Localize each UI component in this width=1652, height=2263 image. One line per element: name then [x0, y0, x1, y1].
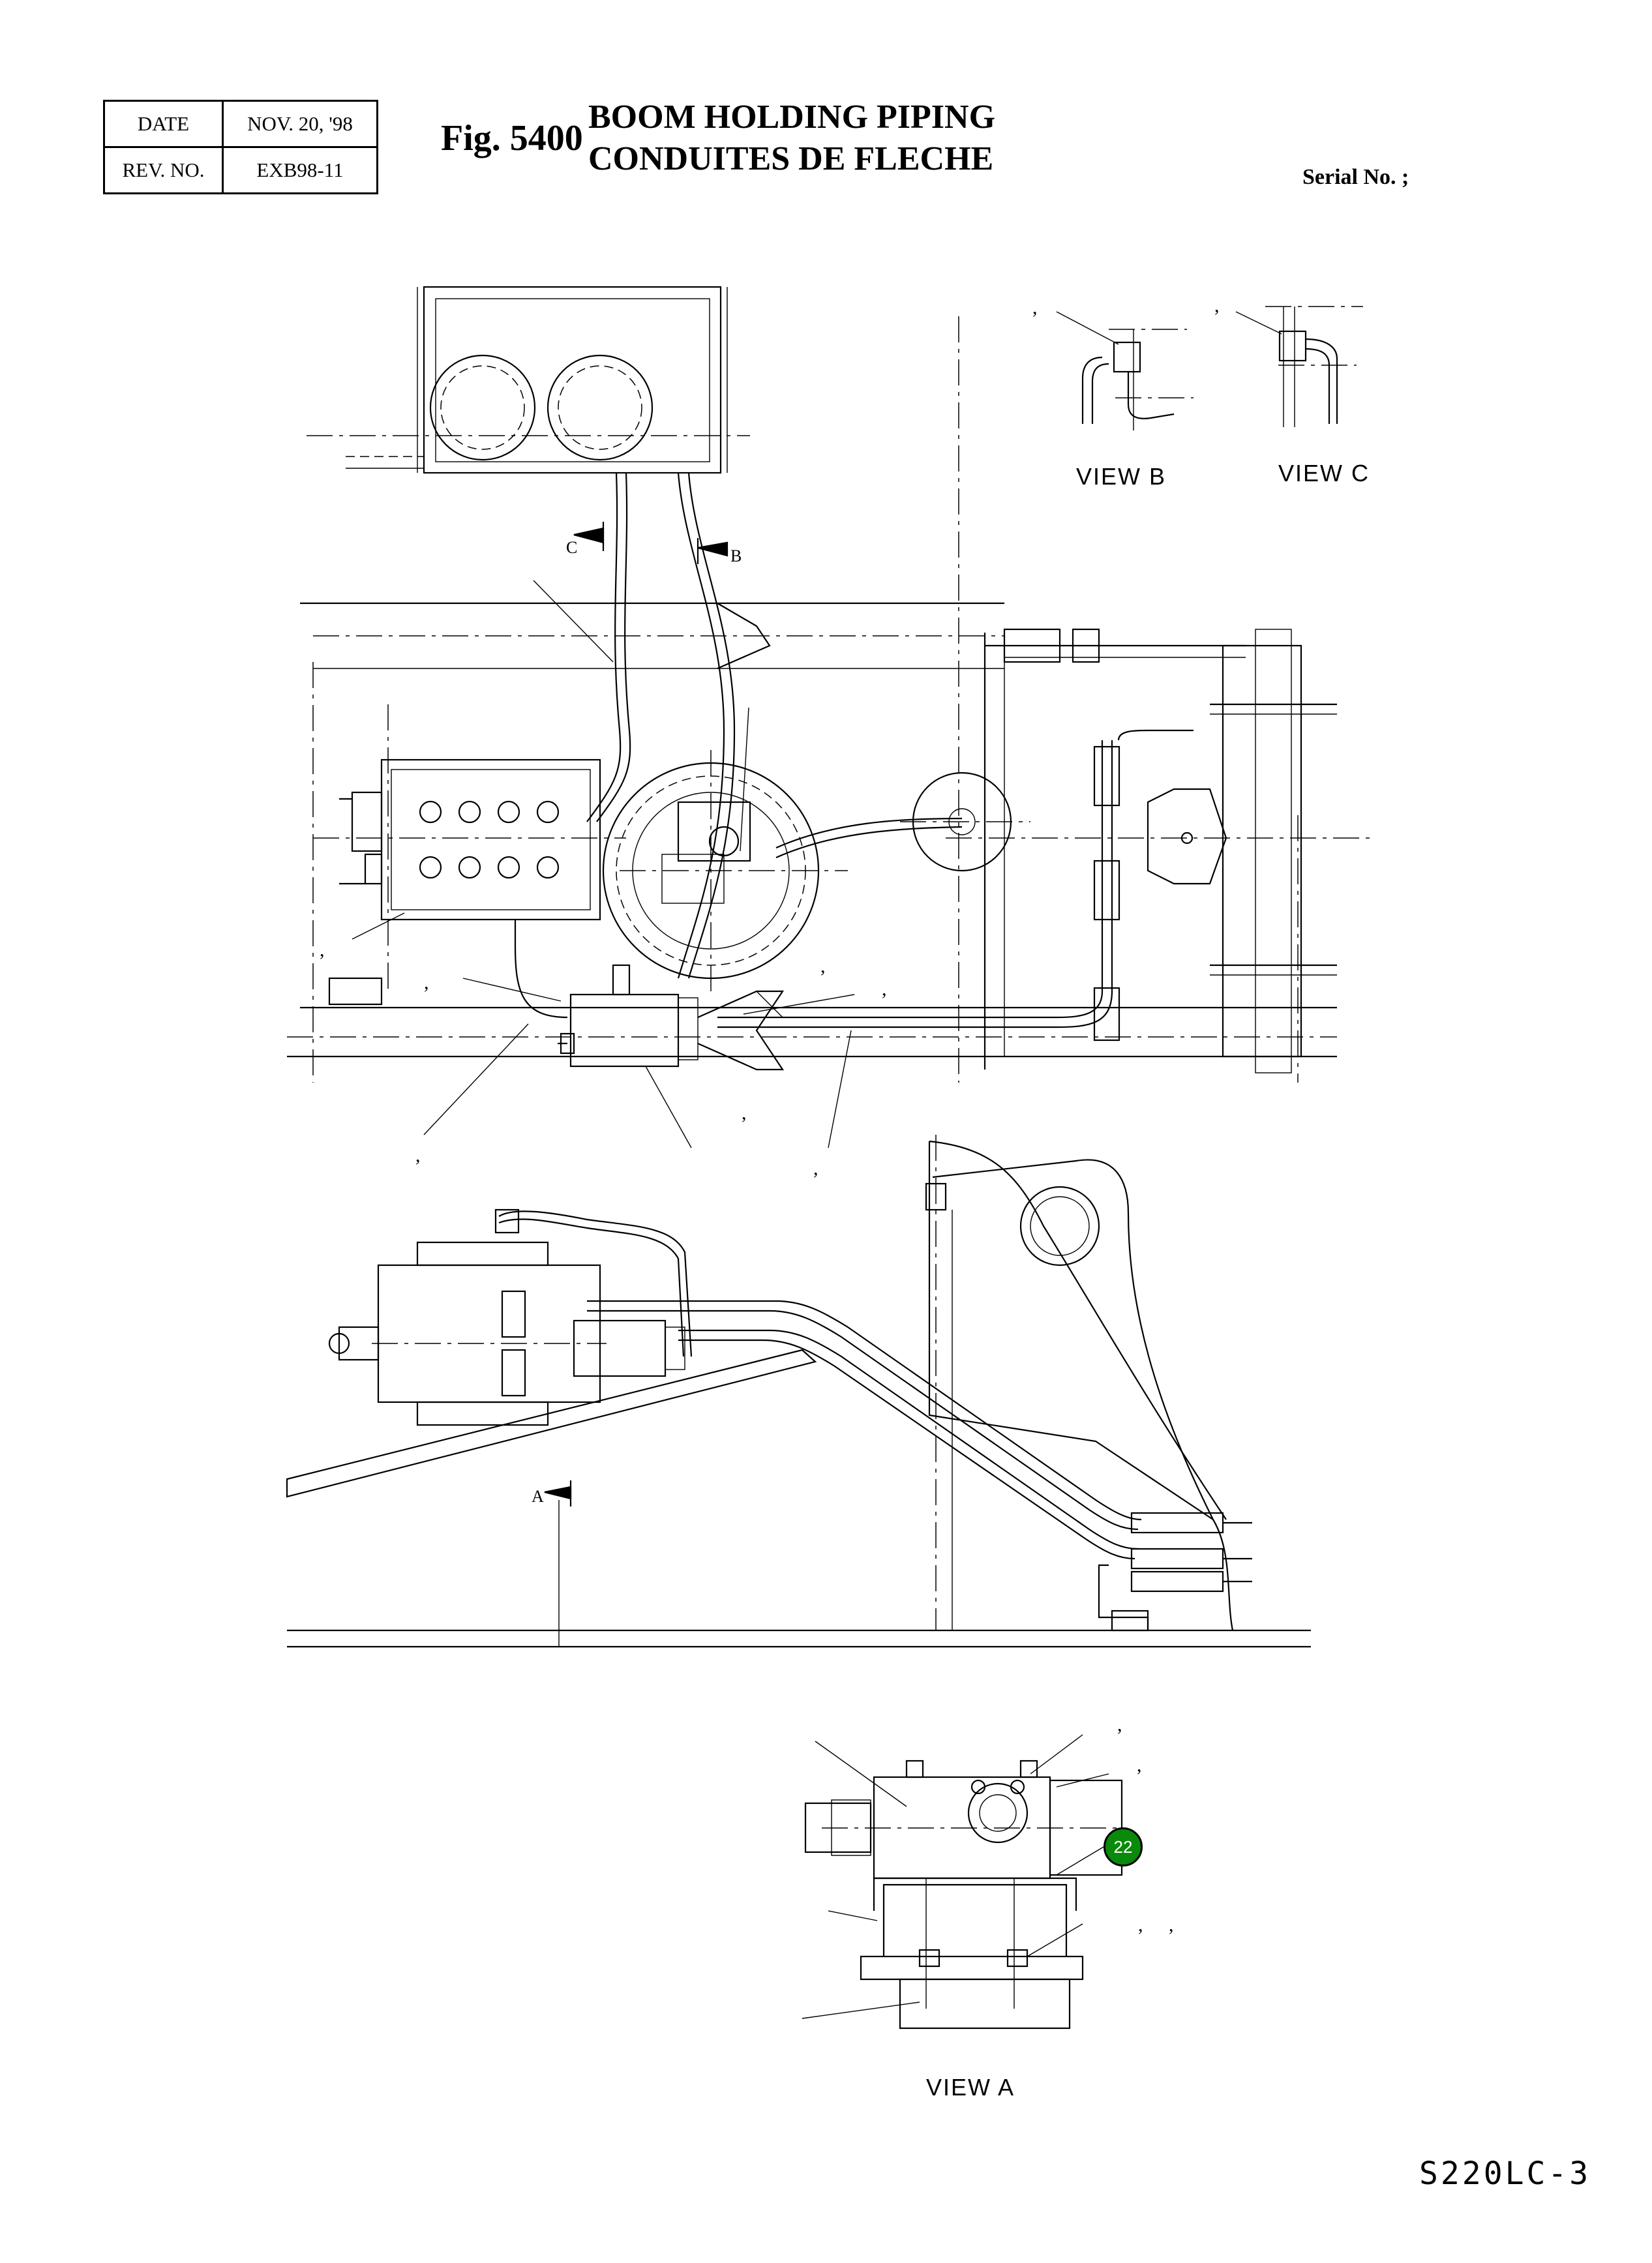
leader-mark: , — [415, 1145, 421, 1166]
leader-mark: , — [1032, 297, 1038, 318]
view-b-label: VIEW B — [1076, 463, 1167, 490]
date-label: DATE — [103, 100, 224, 148]
model-number: S220LC-3 — [1419, 2155, 1591, 2192]
leader-mark: , — [1117, 1714, 1122, 1735]
revision-info-table: DATE NOV. 20, '98 REV. NO. EXB98-11 — [103, 100, 378, 194]
leader-mark: , — [742, 1102, 747, 1124]
leader-mark: , — [813, 1158, 818, 1179]
leader-mark: , — [1137, 1754, 1142, 1776]
view-a-detail — [802, 1734, 1123, 2030]
section-marker-b: B — [730, 547, 742, 565]
detail-views-b-c — [1056, 306, 1363, 430]
title-french: CONDUITES DE FLECHE — [588, 140, 994, 177]
serial-number-label: Serial No. ; — [1302, 165, 1409, 189]
leader-mark: , — [1138, 1914, 1143, 1936]
leader-mark: , — [1169, 1914, 1174, 1936]
rev-label: REV. NO. — [103, 146, 224, 194]
leader-mark: , — [1214, 295, 1220, 316]
rev-value: EXB98-11 — [222, 146, 378, 194]
plan-view — [287, 286, 1376, 1148]
leader-mark: , — [882, 978, 887, 1000]
leader-mark: , — [820, 955, 826, 977]
date-value: NOV. 20, '98 — [222, 100, 378, 148]
section-marker-a: A — [532, 1487, 544, 1506]
leader-mark: , — [320, 939, 325, 961]
side-view — [286, 1135, 1311, 1648]
section-marker-c: C — [566, 538, 578, 557]
title-english: BOOM HOLDING PIPING — [588, 98, 996, 136]
figure-number: Fig. 5400 — [441, 118, 583, 158]
view-a-label: VIEW A — [926, 2074, 1015, 2101]
view-c-label: VIEW C — [1278, 460, 1370, 487]
callout-item-22[interactable]: 22 — [1104, 1827, 1143, 1866]
leader-mark: , — [424, 972, 429, 993]
